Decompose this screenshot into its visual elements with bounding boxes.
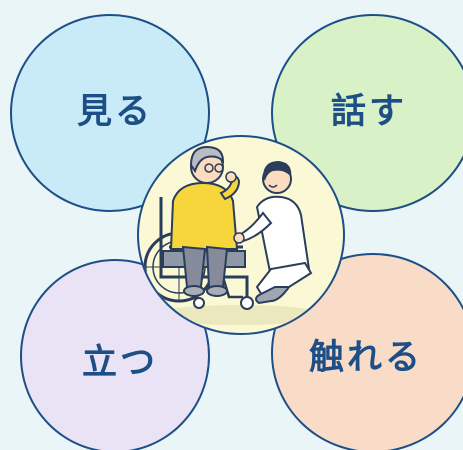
touch-label: 触れる [308,337,423,378]
talk-circle: 話す [271,14,463,212]
see-circle: 見る [10,14,210,212]
caregiver-with-elderly-wheelchair-user-icon [143,145,327,325]
center-illustration-circle [137,135,345,335]
stand-label: 立つ [81,342,158,383]
talk-label: 話す [330,91,407,132]
see-label: 見る [76,91,153,132]
